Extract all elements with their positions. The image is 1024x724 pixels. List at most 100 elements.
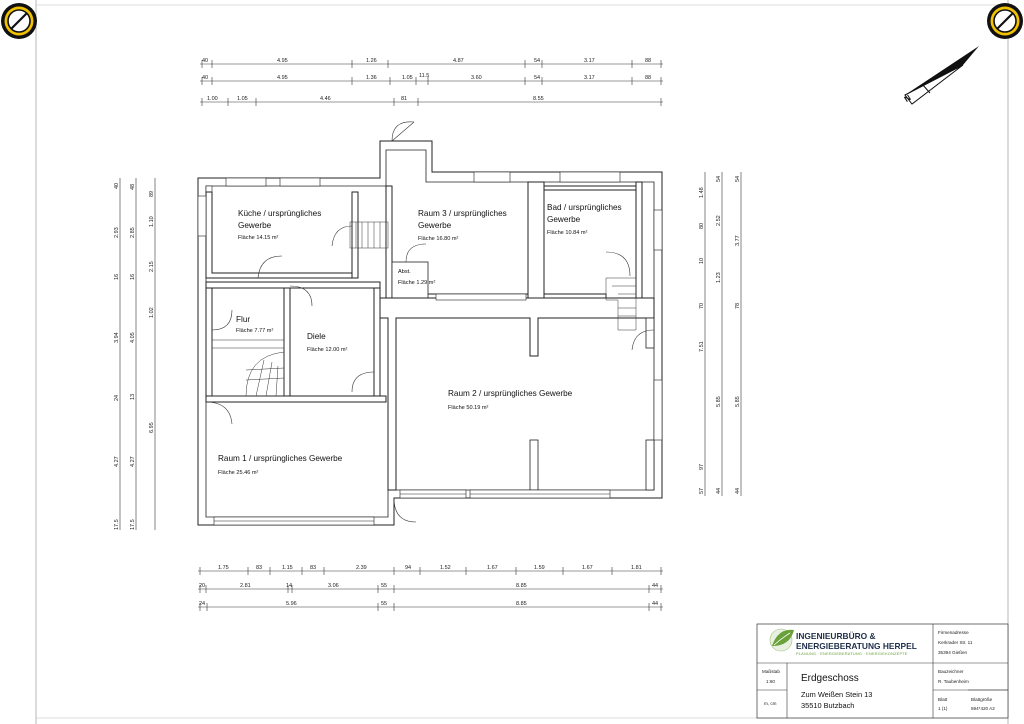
building-walls: [197, 121, 663, 526]
dim-top-3-3: 4.46: [320, 96, 331, 102]
address-label: Firmenadresse: [938, 630, 969, 635]
sheet-label: Blatt: [938, 697, 948, 702]
room-raum-3: Raum 3 / ursprüngliches Gewerbe Fläche 1…: [418, 209, 507, 242]
north-arrow-icon: N: [903, 46, 979, 105]
dim-right-3-2: 3.77: [735, 235, 741, 246]
dim-bottom-2-6: 8.85: [516, 583, 527, 589]
dim-bottom-1-5: 2.39: [356, 565, 367, 571]
dim-right-1-1: 1.48: [699, 187, 705, 198]
dim-right-3-4: 5.85: [735, 396, 741, 407]
dim-right-3-3: 78: [735, 303, 741, 309]
dim-bottom-1-9: 1.59: [534, 565, 545, 571]
dim-top-3-2: 1.05: [237, 96, 248, 102]
dim-left-3-2: 1.10: [149, 216, 155, 227]
dim-bottom-1-10: 1.67: [582, 565, 593, 571]
dim-left-3-5: 6.95: [149, 422, 155, 433]
dim-bottom-1-4: 83: [310, 565, 316, 571]
scale-label: Maßstab: [762, 669, 780, 674]
dim-left-1-3: 16: [114, 274, 120, 280]
room-abst: Abst. Fläche 1.29 m²: [398, 269, 435, 286]
room-abst-area: Fläche 1.29 m²: [398, 280, 435, 286]
dim-left-1-5: 24: [114, 395, 120, 401]
top-dimension-lines: 40 4.95 1.26 4.87 54 3.17 88 40 4.95 1.3…: [200, 58, 663, 106]
dim-bottom-2-7: 44: [652, 583, 658, 589]
dim-top-1-3: 1.26: [366, 58, 377, 64]
sheet-size-label: Blattgröße: [971, 697, 993, 702]
dim-top-2-7: 54: [534, 75, 540, 81]
sheet-value: 1 (1): [938, 706, 948, 711]
room-bad-area: Fläche 10.84 m²: [547, 230, 588, 236]
units-label: m, cm: [764, 701, 777, 706]
room-raum1-area: Fläche 25.46 m²: [218, 470, 259, 476]
dim-left-1-2: 2.93: [114, 227, 120, 238]
room-kueche-area: Fläche 14.15 m²: [238, 235, 279, 241]
dim-left-1-6: 4.27: [114, 456, 120, 467]
dim-bottom-1-1: 1.75: [218, 565, 229, 571]
dim-top-2-4: 1.05: [402, 75, 413, 81]
dim-right-1-6: 97: [699, 464, 705, 470]
dim-right-2-1: 54: [716, 176, 722, 182]
room-raum1-name: Raum 1 / ursprüngliches Gewerbe: [218, 454, 343, 463]
dim-right-3-5: 44: [735, 488, 741, 494]
right-dimension-lines: 1.48 80 10 70 7.51 97 57 54 2.52 1.23 5.…: [699, 172, 742, 496]
room-abst-name: Abst.: [398, 269, 411, 275]
drawing-title: Erdgeschoss: [801, 673, 859, 684]
room-raum3-name: Raum 3 / ursprüngliches: [418, 209, 507, 218]
dim-left-1-7: 17.5: [114, 519, 120, 530]
dim-bottom-1-8: 1.67: [487, 565, 498, 571]
dim-left-3-3: 2.15: [149, 261, 155, 272]
dim-left-2-2: 2.85: [130, 227, 136, 238]
room-kueche-name-2: Gewerbe: [238, 221, 272, 230]
dim-top-1-7: 88: [645, 58, 651, 64]
dim-right-2-3: 1.23: [716, 272, 722, 283]
dim-left-3-1: 89: [149, 191, 155, 197]
dim-bottom-2-4: 3.06: [328, 583, 339, 589]
dim-bottom-3-3: 55: [381, 601, 387, 607]
title-block: INGENIEURBÜRO & ENERGIEBERATUNG HERPEL P…: [756, 623, 1009, 719]
company-tagline: PLANUNG · ENERGIEBERATUNG · ENERGIEKONZE…: [796, 651, 908, 656]
dim-top-2-3: 1.36: [366, 75, 377, 81]
north-label: N: [903, 93, 913, 104]
dim-left-3-4: 1.02: [149, 307, 155, 318]
room-bad-name-2: Gewerbe: [547, 215, 581, 224]
dim-right-1-3: 10: [699, 258, 705, 264]
site-street: Zum Weißen Stein 13: [801, 690, 872, 699]
bottom-dimension-lines: 1.75 83 1.15 83 2.39 94 1.52 1.67 1.59 1…: [198, 565, 663, 611]
dim-top-1-2: 4.95: [277, 58, 288, 64]
dim-bottom-2-1: 20: [199, 583, 205, 589]
dim-bottom-3-4: 8.85: [516, 601, 527, 607]
dim-bottom-1-11: 1.81: [631, 565, 642, 571]
dim-left-2-1: 48: [130, 184, 136, 190]
dim-top-1-5: 54: [534, 58, 540, 64]
dim-bottom-3-2: 5.96: [286, 601, 297, 607]
room-kueche-name: Küche / ursprüngliches: [238, 209, 321, 218]
dim-top-2-2: 4.95: [277, 75, 288, 81]
room-bad-name: Bad / ursprüngliches: [547, 203, 622, 212]
room-raum2-area: Fläche 50.19 m²: [448, 405, 489, 411]
room-diele: Diele Fläche 12.00 m²: [307, 332, 348, 353]
room-flur-name: Flur: [236, 315, 250, 324]
dim-right-1-2: 80: [699, 223, 705, 229]
dim-bottom-1-7: 1.52: [440, 565, 451, 571]
dim-top-1-4: 4.87: [453, 58, 464, 64]
room-raum-1: Raum 1 / ursprüngliches Gewerbe Fläche 2…: [218, 454, 343, 476]
dim-right-2-5: 44: [716, 488, 722, 494]
dim-left-1-1: 40: [114, 183, 120, 189]
address-street: Kerkrader Str. 11: [938, 640, 973, 645]
dim-bottom-2-3: 14: [286, 583, 292, 589]
dim-bottom-1-6: 94: [405, 565, 411, 571]
dim-top-3-4: 81: [401, 96, 407, 102]
dim-top-2-8: 3.17: [584, 75, 595, 81]
dim-top-3-1: 1.00: [207, 96, 218, 102]
drafter-name: R. Taubenheim: [938, 679, 969, 684]
dim-right-2-4: 5.85: [716, 396, 722, 407]
dim-top-1-6: 3.17: [584, 58, 595, 64]
dim-bottom-3-1: 24: [199, 601, 205, 607]
dim-top-1-1: 40: [202, 58, 208, 64]
corner-badge-left-icon: [1, 3, 37, 39]
dim-left-2-5: 13: [130, 394, 136, 400]
room-bad: Bad / ursprüngliches Gewerbe Fläche 10.8…: [547, 203, 622, 236]
dim-left-2-7: 17.5: [130, 519, 136, 530]
